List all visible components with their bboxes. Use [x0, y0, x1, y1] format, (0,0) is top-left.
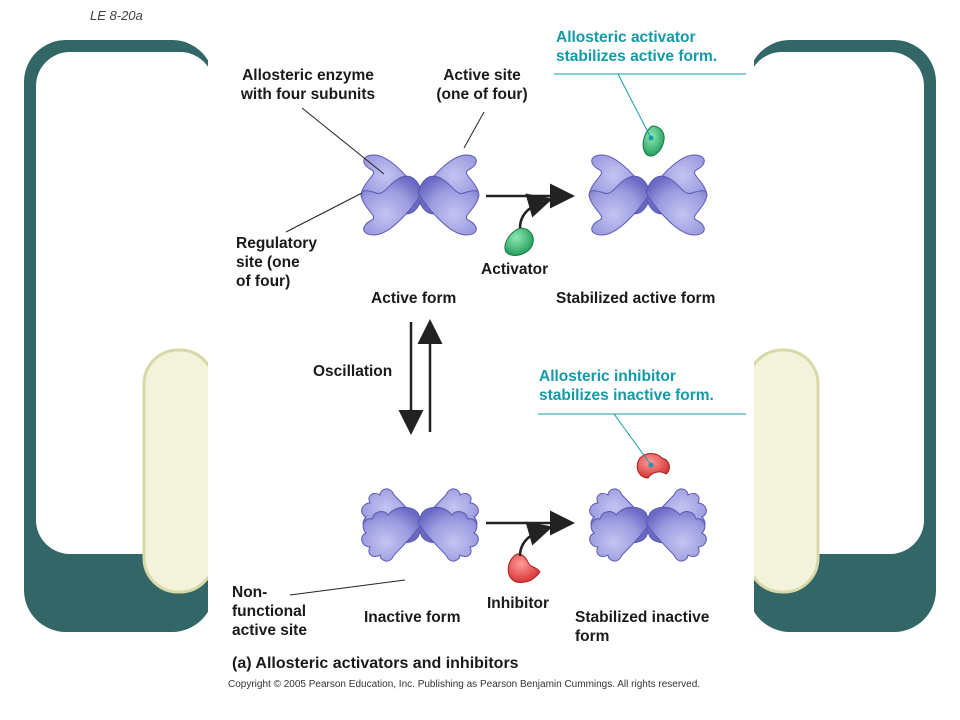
label-stabilized-inactive-line-1: Stabilized inactive — [575, 609, 710, 626]
label-inactive-form: Inactive form — [364, 609, 461, 626]
label-regulatory-site-line-2: site (one — [236, 254, 300, 271]
label-active-site-line-1: Active site — [443, 67, 521, 84]
label-regulatory-site-line-1: Regulatory — [236, 235, 317, 252]
label-active-site: Active site (one of four) — [420, 66, 544, 104]
callout-activator-line-2: stabilizes active form. — [556, 48, 718, 65]
label-oscillation: Oscillation — [313, 363, 393, 380]
label-non-functional-line-3: active site — [232, 622, 307, 639]
label-stabilized-inactive-line-2: form — [575, 628, 610, 645]
label-non-functional-active-site: Non- functional active site — [232, 583, 307, 640]
label-active-form: Active form — [371, 290, 457, 307]
label-active-site-line-2: (one of four) — [436, 86, 528, 103]
label-stabilized-inactive-form: Stabilized inactive form — [575, 608, 709, 646]
label-allosteric-enzyme-line-2: with four subunits — [240, 86, 376, 103]
slide-id: LE 8-20a — [90, 8, 143, 23]
label-non-functional-line-1: Non- — [232, 584, 268, 601]
callout-dot-inhibitor — [648, 462, 654, 468]
activator-shape — [504, 227, 534, 256]
label-stabilized-active-form: Stabilized active form — [556, 290, 716, 307]
callout-lines — [538, 73, 746, 466]
label-regulatory-site-line-3: of four) — [236, 273, 291, 290]
callout-inhibitor-line-2: stabilizes inactive form. — [539, 387, 714, 404]
label-allosteric-enzyme-line-1: Allosteric enzyme — [242, 67, 374, 84]
callout-inhibitor: Allosteric inhibitor stabilizes inactive… — [539, 367, 714, 405]
inhibitor-shape — [507, 553, 541, 583]
callout-inhibitor-line-1: Allosteric inhibitor — [539, 368, 676, 385]
background-frame — [24, 0, 936, 720]
label-regulatory-site: Regulatory site (one of four) — [236, 234, 317, 291]
callout-activator: Allosteric activator stabilizes active f… — [556, 28, 717, 66]
callout-dot-activator — [648, 135, 654, 141]
callout-activator-line-1: Allosteric activator — [556, 29, 696, 46]
figure-caption: (a) Allosteric activators and inhibitors — [232, 655, 519, 672]
arrows — [398, 183, 575, 557]
label-activator: Activator — [481, 261, 549, 278]
label-non-functional-line-2: functional — [232, 603, 307, 620]
label-allosteric-enzyme: Allosteric enzyme with four subunits — [224, 66, 392, 104]
leader-lines — [285, 107, 485, 596]
label-inhibitor: Inhibitor — [487, 595, 549, 612]
copyright-notice: Copyright © 2005 Pearson Education, Inc.… — [228, 679, 701, 690]
